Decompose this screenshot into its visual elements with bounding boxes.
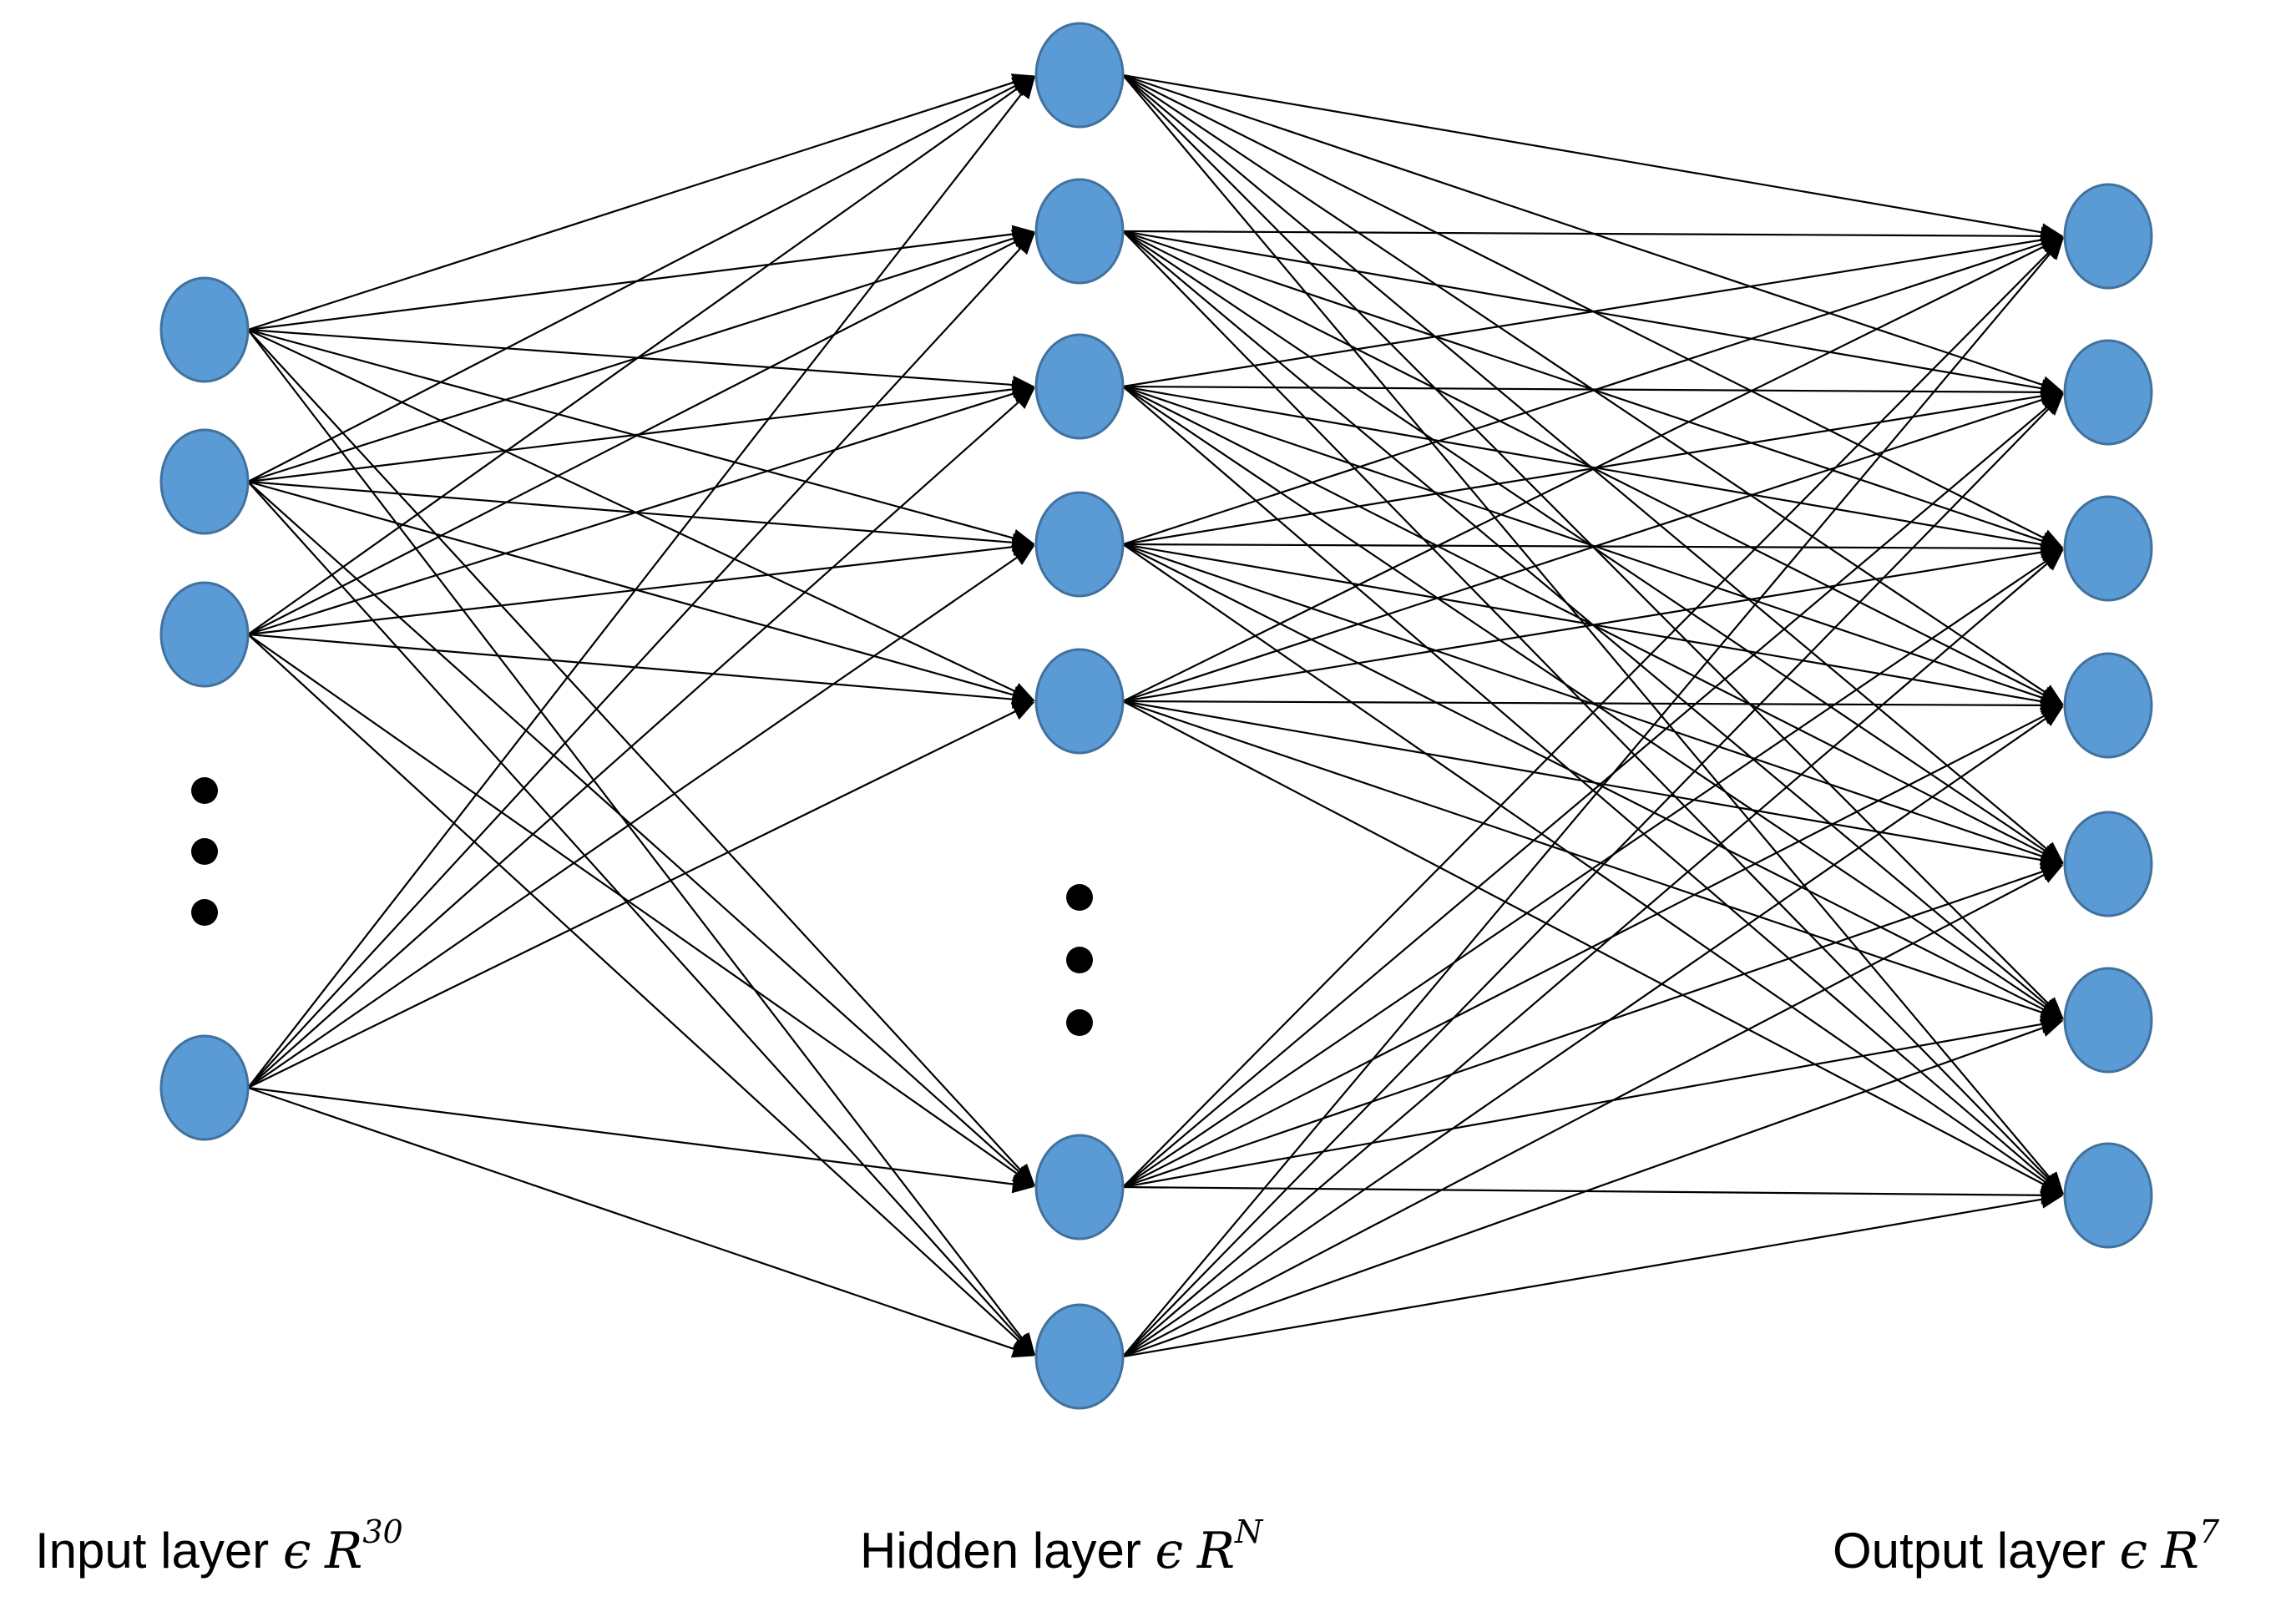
input-node-4 [159, 1034, 250, 1141]
hidden-node-6 [1034, 1134, 1125, 1241]
input-to-hidden-edge-3-6 [247, 1086, 1035, 1358]
input-to-hidden-edge-3-0 [247, 76, 1035, 1089]
input-to-hidden-edge-2-5 [247, 634, 1035, 1186]
input-to-hidden-edge-3-5 [247, 1086, 1035, 1194]
hidden-to-output-edge-2-1 [1122, 382, 2064, 402]
input-to-hidden-edge-2-1 [247, 231, 1035, 635]
hidden-node-4 [1034, 491, 1125, 598]
output-layer-label: Output layer ϵ R7 [1833, 1516, 2219, 1579]
hidden-to-output-edge-5-4 [1122, 862, 2064, 1189]
ellipsis-dots [191, 777, 1093, 1036]
hidden-to-output-edge-2-0 [1122, 230, 2064, 388]
output-layer-dimension: 7 [2198, 1513, 2220, 1550]
input-to-hidden-edge-0-4 [247, 329, 1035, 701]
output-node-5 [2063, 811, 2153, 917]
hidden-to-output-edge-4-3 [1122, 695, 2064, 715]
hidden-node-7 [1034, 1303, 1125, 1410]
input-to-hidden-edge-1-3 [247, 480, 1035, 552]
hidden-layer-label: Hidden layer ϵ RN [860, 1516, 1262, 1579]
hidden-ellipsis-dot-1 [1066, 884, 1093, 911]
hidden-to-output-edge-1-0 [1122, 226, 2064, 245]
hidden-ellipsis-dot-3 [1066, 1009, 1093, 1036]
output-node-3 [2063, 495, 2153, 602]
hidden-node-1 [1034, 22, 1125, 129]
hidden-to-output-edge-5-3 [1122, 705, 2064, 1188]
input-to-hidden-edge-2-2 [247, 384, 1035, 636]
input-layer-symbol: ϵ [282, 1522, 311, 1580]
output-node-1 [2063, 183, 2153, 290]
input-to-hidden-edge-2-0 [247, 76, 1035, 635]
input-node-3 [159, 581, 250, 688]
hidden-to-output-edge-4-2 [1122, 543, 2064, 703]
input-to-hidden-edge-3-4 [247, 701, 1035, 1089]
input-ellipsis-dot-1 [191, 777, 218, 804]
hidden-to-output-edge-0-6 [1122, 74, 2064, 1195]
hidden-to-output-edge-2-2 [1122, 385, 2064, 554]
input-to-hidden-edge-3-3 [247, 545, 1035, 1089]
hidden-to-output-edge-4-1 [1122, 391, 2064, 703]
hidden-layer-symbol: ϵ [1155, 1522, 1184, 1580]
output-node-7 [2063, 1142, 2153, 1249]
hidden-to-output-edge-5-0 [1122, 237, 2064, 1188]
input-ellipsis-dot-2 [191, 838, 218, 865]
input-to-hidden-edge-0-2 [247, 328, 1035, 394]
hidden-ellipsis-dot-2 [1066, 947, 1093, 973]
hidden-to-output-edge-5-6 [1122, 1185, 2064, 1205]
input-layer-label: Input layer ϵ R30 [35, 1516, 403, 1579]
input-to-hidden-edge-1-6 [247, 481, 1035, 1356]
hidden-to-output-edge-4-5 [1122, 700, 2064, 1022]
input-to-hidden-edge-0-3 [247, 328, 1035, 548]
input-layer-name: Input layer [35, 1523, 270, 1579]
network-nodes [159, 22, 2153, 1410]
hidden-layer-dimension: N [1235, 1513, 1263, 1550]
output-layer-symbol: ϵ [2119, 1522, 2148, 1580]
hidden-to-output-edge-4-4 [1122, 700, 2064, 870]
hidden-to-output-edge-0-0 [1122, 73, 2064, 242]
hidden-to-output-edge-2-5 [1122, 386, 2064, 1019]
input-to-hidden-edge-3-2 [247, 387, 1035, 1089]
input-layer-space: R30 [325, 1513, 403, 1580]
input-to-hidden-edge-2-6 [247, 634, 1035, 1356]
hidden-to-output-edge-5-1 [1122, 393, 2064, 1188]
hidden-layer-name: Hidden layer [860, 1523, 1141, 1579]
input-to-hidden-edge-1-5 [247, 481, 1035, 1186]
input-node-1 [159, 276, 250, 383]
input-node-2 [159, 428, 250, 535]
hidden-to-output-edge-5-5 [1122, 1015, 2064, 1189]
input-to-hidden-edge-0-0 [247, 73, 1035, 331]
hidden-to-output-edge-6-5 [1122, 1019, 2064, 1358]
hidden-to-output-edge-3-2 [1122, 538, 2064, 558]
hidden-to-output-edge-2-3 [1122, 385, 2064, 707]
output-node-2 [2063, 339, 2153, 446]
hidden-node-5 [1034, 648, 1125, 755]
input-to-hidden-edge-0-1 [247, 225, 1035, 331]
hidden-layer-space: RN [1196, 1513, 1263, 1580]
input-to-hidden-edge-1-4 [247, 480, 1035, 705]
input-to-hidden-edge-0-5 [247, 329, 1035, 1186]
output-layer-name: Output layer [1833, 1523, 2106, 1579]
input-to-hidden-edge-1-0 [247, 75, 1035, 483]
input-to-hidden-edge-2-4 [247, 633, 1035, 709]
hidden-node-2 [1034, 178, 1125, 285]
hidden-to-output-edge-6-6 [1122, 1190, 2064, 1358]
hidden-to-output-edge-6-2 [1122, 549, 2064, 1357]
hidden-to-output-edge-6-3 [1122, 706, 2064, 1357]
input-to-hidden-edge-0-6 [247, 329, 1035, 1356]
hidden-to-output-edge-5-2 [1122, 549, 2064, 1188]
hidden-to-output-edge-3-0 [1122, 235, 2064, 546]
input-to-hidden-edge-2-3 [247, 538, 1035, 636]
output-layer-space: R7 [2161, 1513, 2220, 1580]
hidden-to-output-edge-6-4 [1122, 864, 2064, 1357]
input-to-hidden-edge-3-1 [247, 232, 1035, 1089]
output-node-4 [2063, 652, 2153, 759]
connection-edges [247, 73, 2064, 1358]
hidden-node-3 [1034, 333, 1125, 440]
output-node-6 [2063, 967, 2153, 1074]
hidden-to-output-edge-6-0 [1122, 237, 2064, 1357]
hidden-to-output-edge-6-1 [1122, 393, 2064, 1357]
input-layer-dimension: 30 [362, 1513, 403, 1550]
input-ellipsis-dot-3 [191, 899, 218, 926]
hidden-to-output-edge-4-0 [1122, 236, 2064, 702]
